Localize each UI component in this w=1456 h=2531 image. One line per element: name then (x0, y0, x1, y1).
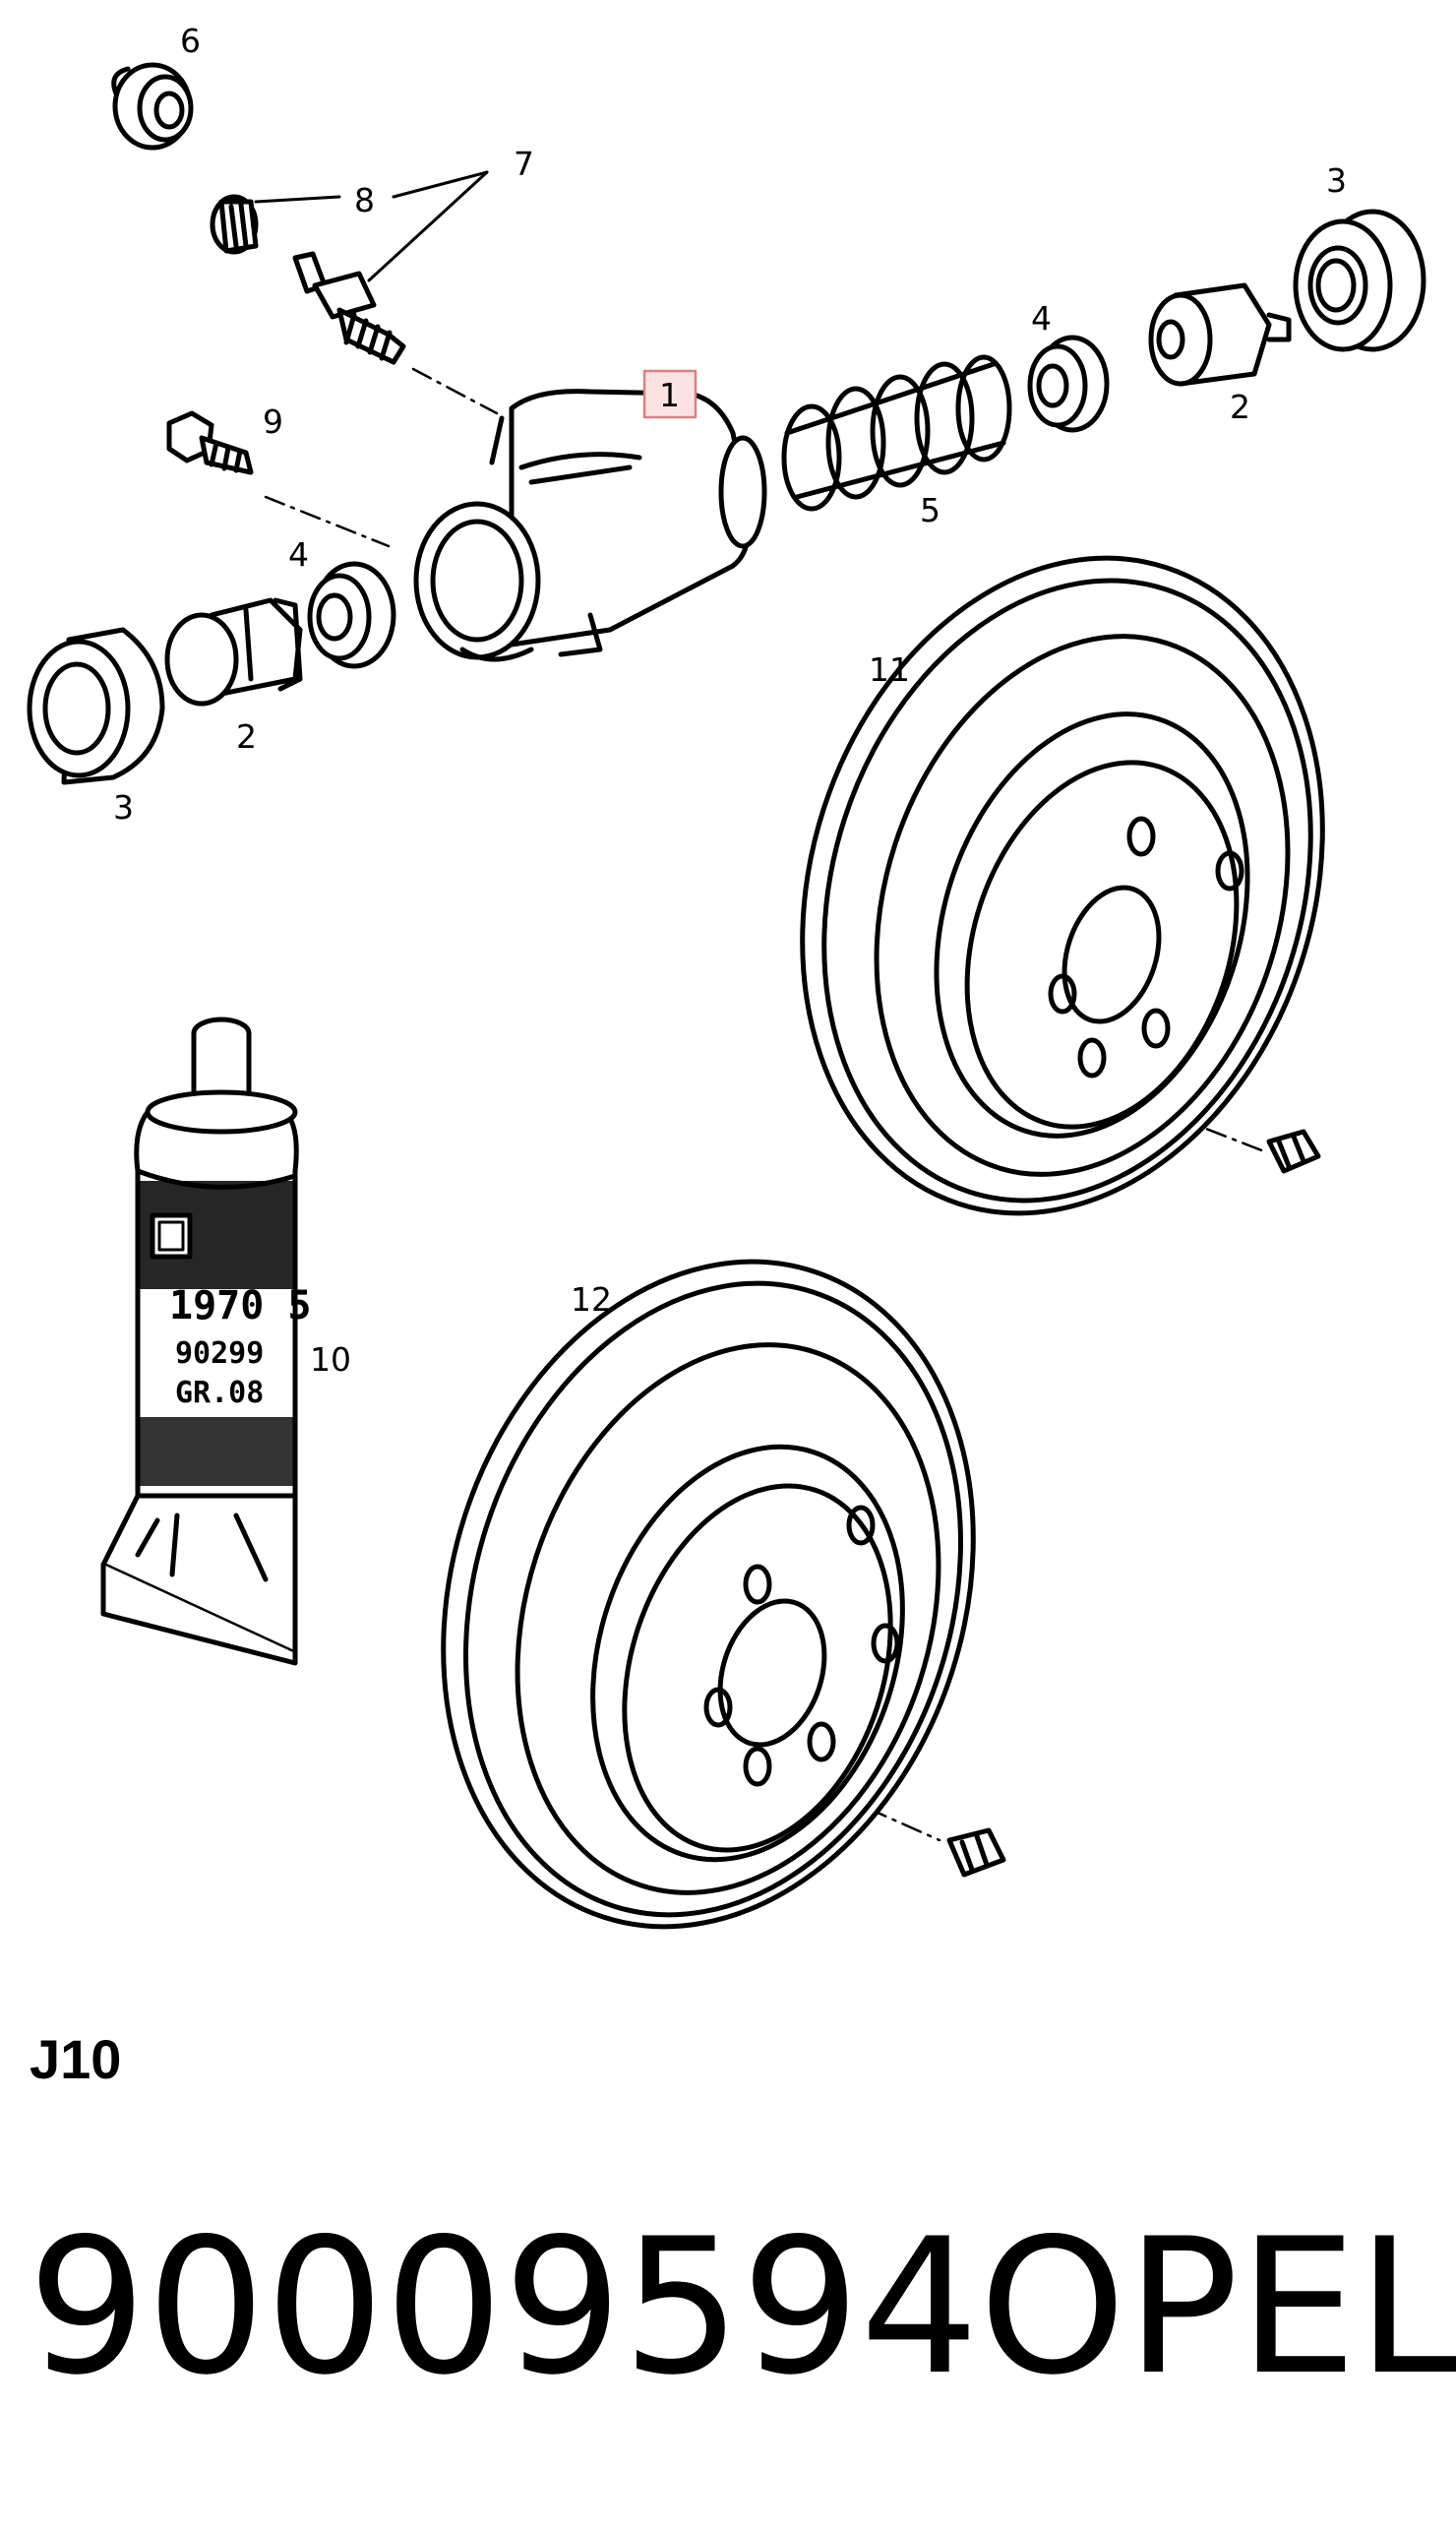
callout-8: 8 (354, 181, 375, 219)
callout-1-highlight (642, 369, 698, 419)
callout-10: 10 (310, 1340, 351, 1379)
bleed-screw-part-7 (292, 251, 406, 365)
brand-name: OPEL (979, 2198, 1456, 2416)
tube-label-line-2: 90299 (175, 1336, 264, 1371)
callout-1: 1 (659, 376, 680, 414)
wheel-cylinder-part-1 (413, 389, 767, 662)
callout-3-lower: 3 (113, 788, 134, 827)
piston-part-2-upper (1148, 282, 1292, 387)
tube-label-line-3: GR.08 (175, 1376, 264, 1410)
dust-boot-part-3-upper (1293, 209, 1426, 352)
callout-3-upper: 3 (1326, 161, 1347, 200)
tube-label-line-1: 1970 5 (169, 1283, 312, 1328)
callout-6: 6 (180, 22, 201, 60)
spring-part-5 (781, 354, 1012, 512)
cup-seal-part-4-upper (1027, 335, 1110, 433)
bolt-part-9 (166, 410, 254, 475)
callout-7: 7 (514, 145, 534, 183)
dust-boot-part-3-lower (27, 627, 165, 785)
bleed-cap-part-6 (111, 62, 194, 151)
callout-2-lower: 2 (236, 717, 257, 756)
page-code: J10 (30, 2028, 122, 2090)
part-number: 90009594 (28, 2198, 980, 2416)
grease-tube-part-10 (100, 1017, 299, 1666)
callout-2-upper: 2 (1230, 388, 1250, 426)
callout-leaders (254, 170, 489, 282)
tube-label: 1970 5 90299 GR.08 (169, 1283, 312, 1410)
callout-4-upper: 4 (1031, 299, 1052, 338)
brake-drum-part-11 (800, 555, 1325, 1216)
callout-11: 11 (869, 650, 910, 689)
callout-5: 5 (920, 491, 940, 529)
dust-cap-part-8 (210, 194, 259, 255)
callout-9: 9 (263, 402, 283, 441)
part-caption: 90009594 OPEL (28, 2198, 1456, 2416)
callout-12: 12 (571, 1280, 612, 1319)
cup-seal-part-4-lower (307, 561, 396, 669)
piston-part-2-lower (164, 597, 303, 707)
brake-drum-part-12 (441, 1259, 1006, 1930)
callout-4-lower: 4 (288, 535, 309, 574)
